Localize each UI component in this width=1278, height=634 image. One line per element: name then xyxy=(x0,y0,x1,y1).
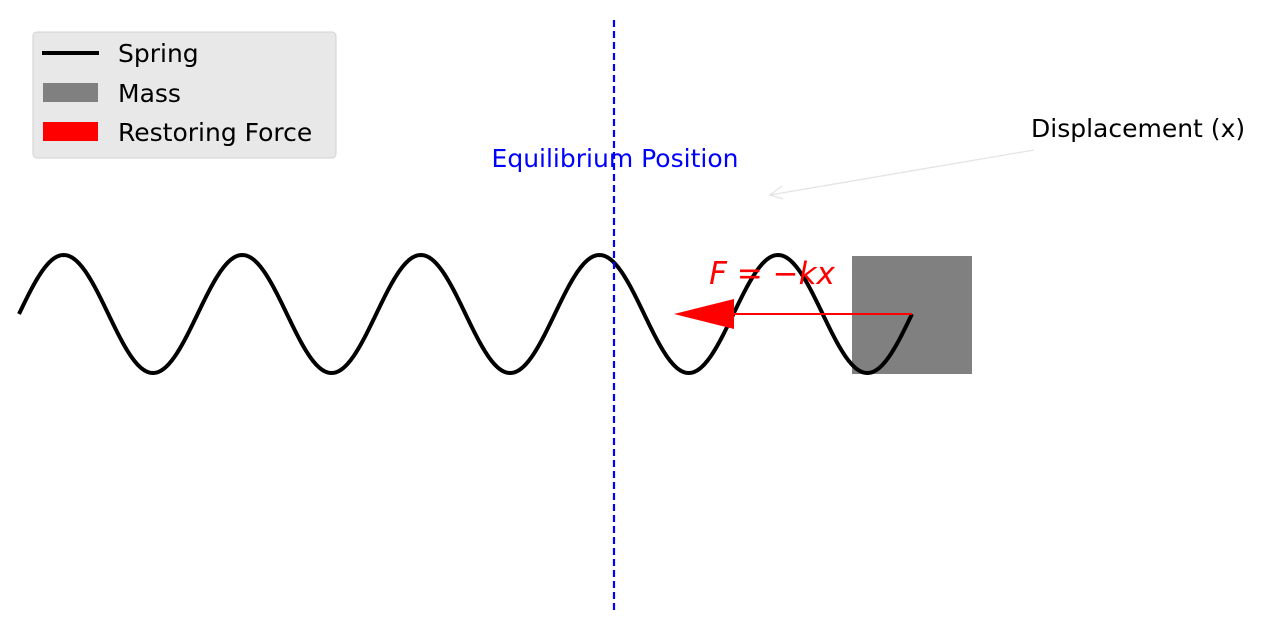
displacement-label: Displacement (x) xyxy=(1031,114,1245,143)
force-arrowhead xyxy=(674,299,734,329)
force-equation: F = −kx xyxy=(709,256,835,292)
equilibrium-label: Equilibrium Position xyxy=(492,144,739,173)
legend-force-label: Restoring Force xyxy=(118,118,312,147)
legend-force-swatch xyxy=(43,122,98,141)
spring-coil xyxy=(17,253,914,375)
legend-frame xyxy=(32,31,337,159)
legend-mass-swatch xyxy=(43,83,98,102)
legend-mass-label: Mass xyxy=(118,79,181,108)
legend-spring-label: Spring xyxy=(118,39,199,68)
displacement-arrowhead xyxy=(768,185,784,200)
displacement-arrow-shaft xyxy=(769,149,1035,196)
legend: Spring Mass Restoring Force xyxy=(32,31,337,159)
